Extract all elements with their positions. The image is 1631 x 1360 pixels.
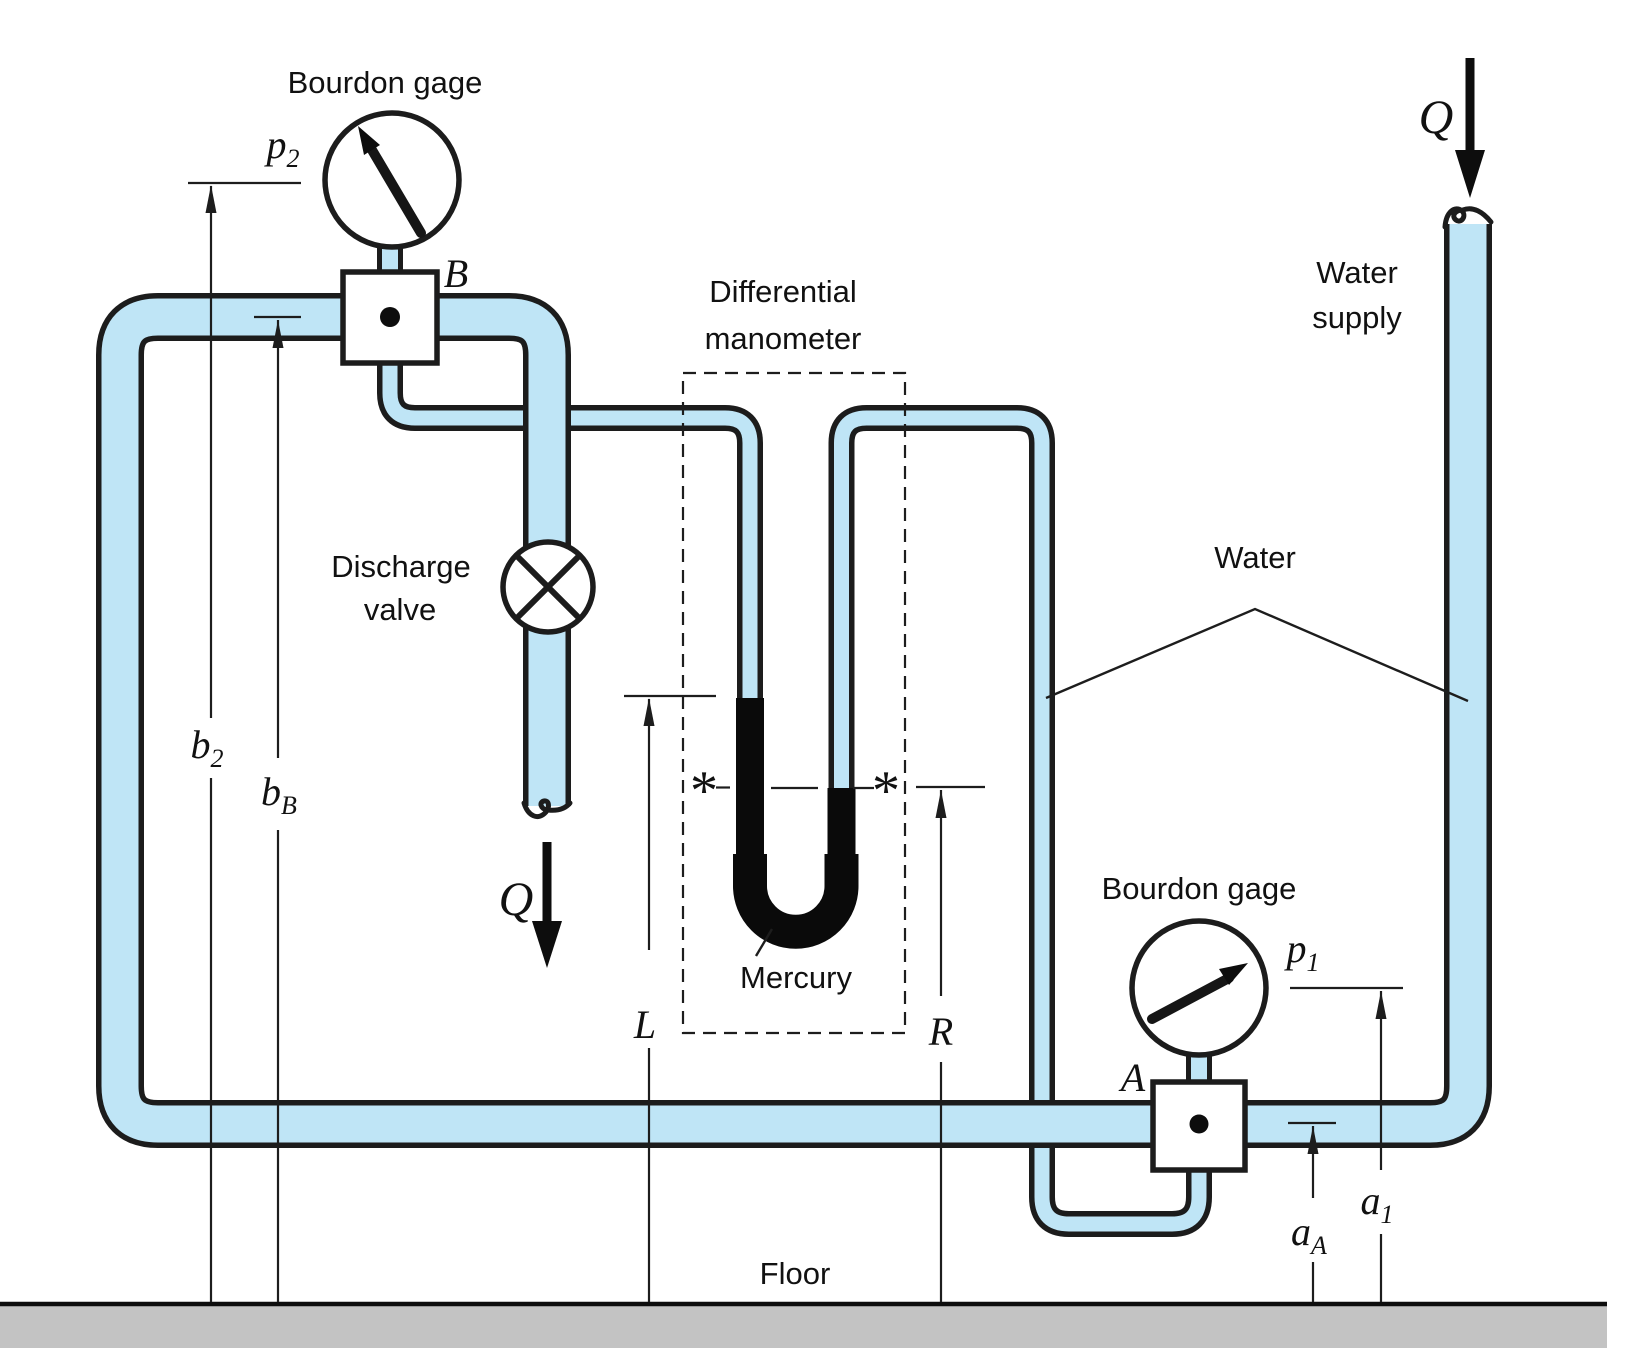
p1-base: p (1284, 926, 1307, 971)
supply-label-line1: Water (1316, 255, 1398, 290)
asterisk-right: * (872, 760, 900, 822)
q-discharge-label: Q (499, 873, 534, 926)
point-a-dot (1189, 1114, 1209, 1134)
supply-flow-arrow-head (1455, 150, 1485, 198)
p2-label: p2 (264, 122, 300, 173)
a1-arrowhead (1375, 991, 1387, 1019)
supply-label-line2: supply (1312, 300, 1402, 335)
dimension-lines (188, 181, 1469, 1302)
supply-pipe-open-end (1442, 206, 1494, 230)
mercury-column (733, 698, 859, 949)
a1-base: a (1361, 1178, 1381, 1223)
R-label: R (928, 1009, 953, 1054)
gage-top-title: Bourdon gage (288, 65, 483, 100)
manometer-dashed-box (681, 371, 907, 1035)
point-b-dot (380, 307, 400, 327)
a1-label: a1 (1361, 1178, 1394, 1229)
p2-sub: 2 (287, 144, 300, 173)
manometer-enclosure (681, 371, 907, 1035)
aA-arrowhead (1307, 1126, 1319, 1154)
gage-b-needle-tip (358, 126, 380, 155)
b2-arrowhead (205, 185, 217, 213)
main-piping (96, 206, 1494, 1148)
gage-b-needle (367, 145, 426, 238)
water-leader-chevron (1045, 607, 1469, 703)
valve-label-line2: valve (364, 592, 436, 627)
p1-label: p1 (1284, 926, 1320, 977)
manometer-title-line1: Differential (709, 274, 857, 309)
tube-right-limb-to-a-water (834, 410, 1207, 1232)
gage-a-needle (1147, 973, 1234, 1024)
discharge-pipe-water (437, 298, 566, 806)
valve-x-stroke-2 (514, 553, 582, 621)
water-label: Water (1214, 540, 1296, 575)
manometer-tubing (377, 358, 1212, 1237)
p1-sub: 1 (1307, 948, 1320, 977)
gage-a-needle-tip (1219, 963, 1248, 985)
aA-sub: A (1309, 1231, 1327, 1260)
R-arrowhead (935, 790, 947, 818)
L-arrowhead (643, 698, 655, 726)
floor (0, 1301, 1607, 1348)
point-b-label: B (444, 251, 468, 296)
discharge-flow-arrow-head (532, 921, 562, 968)
b2-base: b (191, 722, 211, 767)
bB-base: b (261, 769, 281, 814)
bB-sub: B (281, 791, 297, 820)
valve-label-line1: Discharge (331, 549, 471, 584)
bourdon-gage-b (322, 110, 462, 366)
point-a-label: A (1118, 1055, 1146, 1100)
q-supply-label: Q (1419, 91, 1454, 144)
b2-label: b2 (191, 722, 224, 773)
bB-arrowhead (272, 320, 284, 348)
gage-a-dial (1129, 918, 1269, 1058)
main-loop-pipe-water (101, 224, 1487, 1143)
b2-sub: 2 (211, 744, 224, 773)
discharge-pipe-open-end (521, 798, 573, 820)
bB-label: bB (261, 769, 297, 820)
mercury-u-bend (733, 854, 859, 949)
aA-base: a (1291, 1209, 1311, 1254)
floor-label: Floor (760, 1256, 831, 1291)
floor-slab (0, 1306, 1607, 1348)
bourdon-gage-a (1129, 918, 1269, 1173)
a1-sub: 1 (1381, 1200, 1394, 1229)
aA-label: aA (1291, 1209, 1327, 1260)
flow-arrows (532, 58, 1485, 968)
text-labels: Bourdon gage p2 B Discharge valve Q Diff… (191, 65, 1454, 1291)
gage-bottom-title: Bourdon gage (1102, 871, 1297, 906)
asterisk-left: * (690, 760, 718, 822)
discharge-valve (500, 539, 596, 635)
L-label: L (633, 1002, 656, 1047)
mercury-leader (754, 928, 774, 957)
mercury-label: Mercury (740, 960, 852, 995)
p2-base: p (264, 122, 287, 167)
manometer-title-line2: manometer (705, 321, 862, 356)
